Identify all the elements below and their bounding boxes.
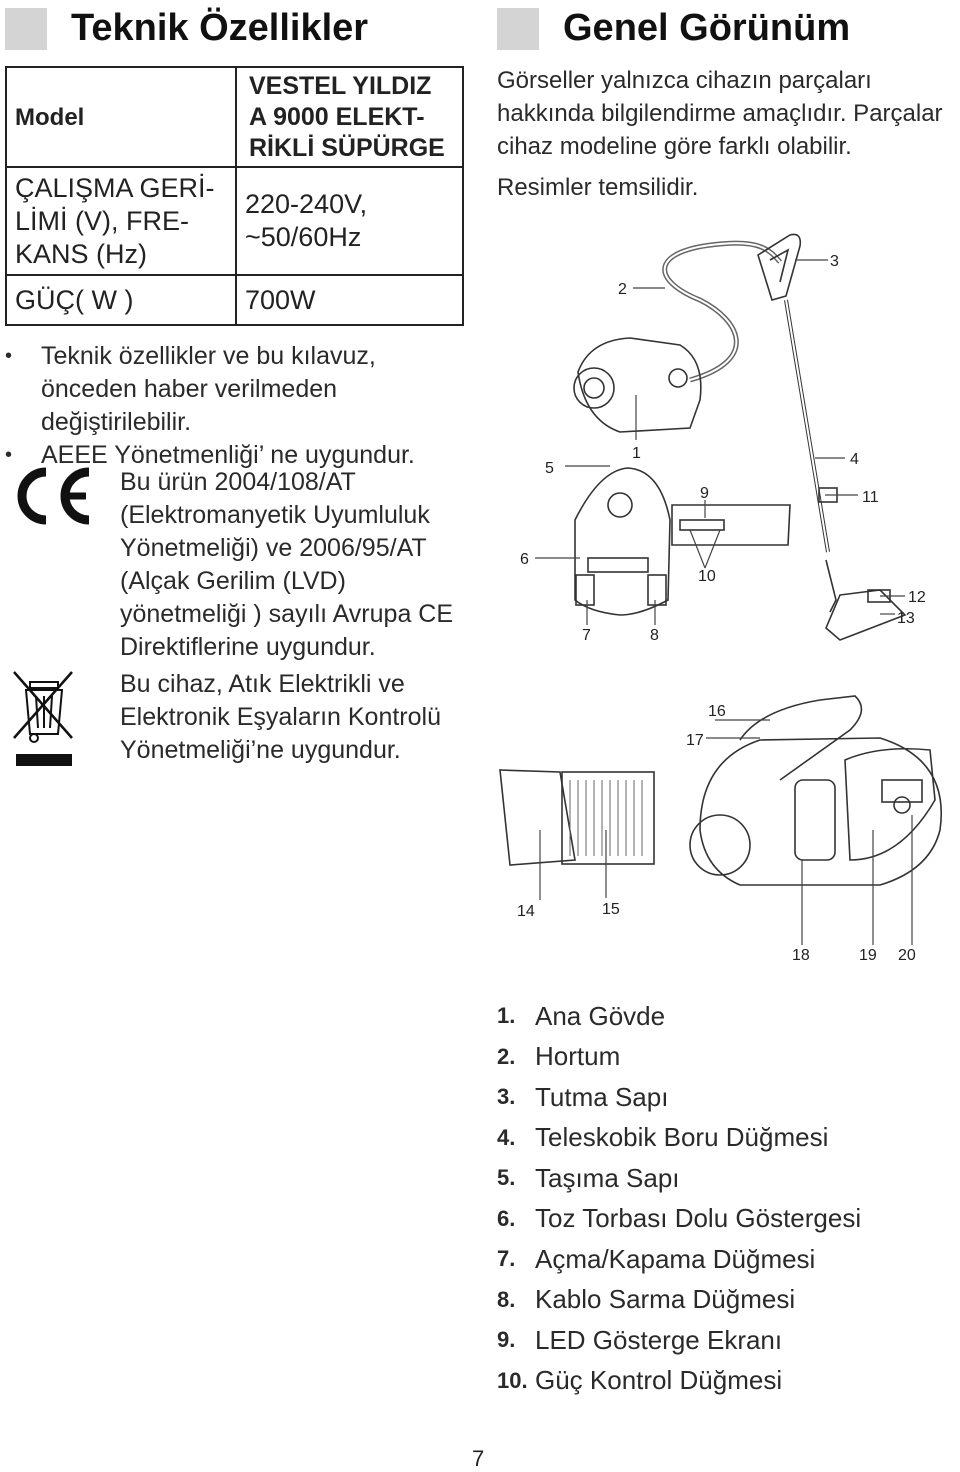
spec-key: ÇALIŞMA GERİ-LİMİ (V), FRE-KANS (Hz) bbox=[5, 166, 237, 276]
table-row: Model VESTEL YILDIZ A 9000 ELEKT-RİKLİ S… bbox=[5, 66, 464, 168]
part-number: 7. bbox=[497, 1246, 516, 1272]
notes-list: • Teknik özellikler ve bu kılavuz, önced… bbox=[0, 340, 470, 472]
diagram-label-15: 15 bbox=[602, 901, 620, 918]
spec-value: 220-240V, ~50/60Hz bbox=[235, 166, 464, 276]
part-number: 4. bbox=[497, 1124, 516, 1150]
intro-text: Görseller yalnızca cihazın parçaları hak… bbox=[497, 64, 960, 204]
part-label: LED Gösterge Ekranı bbox=[535, 1324, 783, 1355]
part-label: Ana Gövde bbox=[535, 1000, 666, 1031]
part-number: 9. bbox=[497, 1327, 516, 1353]
spec-value: VESTEL YILDIZ A 9000 ELEKT-RİKLİ SÜPÜRGE bbox=[235, 66, 464, 168]
part-label: Kablo Sarma Düğmesi bbox=[535, 1284, 796, 1315]
part-label: Teleskobik Boru Düğmesi bbox=[535, 1122, 829, 1153]
part-label: Hortum bbox=[535, 1041, 621, 1072]
weee-bin-icon bbox=[12, 670, 76, 770]
right-section-title: Genel Görünüm bbox=[563, 7, 851, 49]
part-number: 10. bbox=[497, 1367, 528, 1393]
list-item: 2. Hortum bbox=[497, 1037, 937, 1078]
diagram-label-11: 11 bbox=[862, 489, 879, 506]
diagram-label-1: 1 bbox=[632, 445, 641, 462]
diagram-label-7: 7 bbox=[582, 627, 591, 644]
list-item: • Teknik özellikler ve bu kılavuz, önced… bbox=[0, 340, 470, 439]
weee-declaration: Bu cihaz, Atık Elektrikli ve Elektronik … bbox=[120, 670, 441, 764]
list-item: 4. Teleskobik Boru Düğmesi bbox=[497, 1118, 937, 1159]
part-label: Taşıma Sapı bbox=[535, 1162, 680, 1193]
ce-mark-icon bbox=[14, 466, 96, 526]
list-item: 8. Kablo Sarma Düğmesi bbox=[497, 1280, 937, 1321]
diagram-label-16: 16 bbox=[708, 703, 726, 720]
list-item: 10. Güç Kontrol Düğmesi bbox=[497, 1361, 937, 1402]
ce-declaration: Bu ürün 2004/108/AT (Elektromanyetik Uyu… bbox=[120, 468, 454, 661]
vacuum-diagram: 1 2 3 4 5 6 7 8 9 10 11 12 13 14 15 16 1… bbox=[499, 233, 942, 964]
intro-paragraph: Görseller yalnızca cihazın parçaları hak… bbox=[497, 67, 943, 160]
part-number: 5. bbox=[497, 1165, 516, 1191]
list-item: 1. Ana Gövde bbox=[497, 996, 937, 1037]
table-row: ÇALIŞMA GERİ-LİMİ (V), FRE-KANS (Hz) 220… bbox=[5, 166, 464, 276]
part-number: 8. bbox=[497, 1286, 516, 1312]
header-square-icon bbox=[497, 7, 539, 50]
list-item: 5. Taşıma Sapı bbox=[497, 1158, 937, 1199]
part-number: 3. bbox=[497, 1084, 516, 1110]
spec-value: 700W bbox=[235, 274, 464, 326]
parts-list: 1. Ana Gövde 2. Hortum 3. Tutma Sapı 4. Tele… bbox=[497, 996, 937, 1401]
intro-note: Resimler temsilidir. bbox=[497, 174, 699, 201]
bullet-text: AEEE Yönetmenliği’ ne uygundur. bbox=[41, 441, 415, 469]
diagram-label-10: 10 bbox=[698, 568, 716, 585]
part-label: Açma/Kapama Düğmesi bbox=[535, 1243, 816, 1274]
part-label: Güç Kontrol Düğmesi bbox=[535, 1365, 783, 1396]
page-number: 7 bbox=[472, 1446, 485, 1471]
left-section-header: Teknik Özellikler bbox=[5, 7, 368, 50]
list-item: 9. LED Gösterge Ekranı bbox=[497, 1320, 937, 1361]
bullet-icon: • bbox=[5, 345, 13, 367]
left-section-title: Teknik Özellikler bbox=[71, 7, 369, 49]
list-item: 6. Toz Torbası Dolu Göstergesi bbox=[497, 1199, 937, 1240]
diagram-label-4: 4 bbox=[850, 451, 859, 468]
spec-key: Model bbox=[5, 66, 237, 168]
diagram-label-3: 3 bbox=[830, 253, 839, 270]
diagram-label-14: 14 bbox=[517, 903, 535, 920]
list-item: 7. Açma/Kapama Düğmesi bbox=[497, 1239, 937, 1280]
spec-table: Model VESTEL YILDIZ A 9000 ELEKT-RİKLİ S… bbox=[5, 66, 464, 326]
bullet-icon: • bbox=[5, 444, 13, 466]
part-number: 1. bbox=[497, 1003, 516, 1029]
header-square-icon bbox=[5, 7, 47, 50]
right-section-header: Genel Görünüm bbox=[497, 7, 850, 50]
spec-key: GÜÇ( W ) bbox=[5, 274, 237, 326]
diagram-label-17: 17 bbox=[686, 732, 704, 749]
diagram-label-12: 12 bbox=[908, 589, 926, 606]
part-number: 2. bbox=[497, 1043, 516, 1069]
bullet-text: Teknik özellikler ve bu kılavuz, önceden… bbox=[41, 342, 376, 436]
diagram-label-20: 20 bbox=[898, 947, 916, 964]
part-number: 6. bbox=[497, 1205, 516, 1231]
list-item: • AEEE Yönetmenliği’ ne uygundur. bbox=[0, 439, 470, 472]
list-item: 3. Tutma Sapı bbox=[497, 1077, 937, 1118]
part-label: Tutma Sapı bbox=[535, 1081, 669, 1112]
diagram-label-9: 9 bbox=[700, 485, 709, 502]
diagram-label-8: 8 bbox=[650, 627, 659, 644]
diagram-label-13: 13 bbox=[897, 610, 915, 627]
diagram-label-2: 2 bbox=[618, 281, 627, 298]
table-row: GÜÇ( W ) 700W bbox=[5, 274, 464, 326]
part-label: Toz Torbası Dolu Göstergesi bbox=[535, 1203, 862, 1234]
diagram-label-5: 5 bbox=[545, 460, 554, 477]
diagram-label-6: 6 bbox=[520, 551, 529, 568]
diagram-label-19: 19 bbox=[859, 947, 877, 964]
diagram-label-18: 18 bbox=[792, 947, 810, 964]
